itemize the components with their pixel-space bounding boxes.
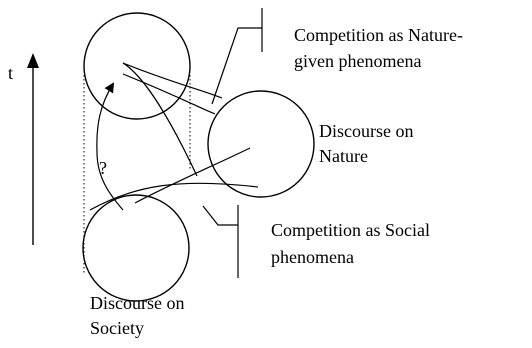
time-axis-label: t <box>8 63 13 83</box>
curve-top-1 <box>122 73 216 115</box>
question-mark: ? <box>99 158 107 178</box>
label-competition-nature-line2: given phenomena <box>294 51 421 71</box>
label-discourse-society-line1: Discourse on <box>90 293 184 313</box>
label-discourse-nature-line2: Nature <box>319 146 368 166</box>
label-competition-social-line2: phenomena <box>271 247 354 267</box>
curve-bottom-2 <box>134 147 251 204</box>
label-discourse-society-line2: Society <box>90 318 144 338</box>
time-axis-arrowhead <box>27 53 39 68</box>
curve-top-3 <box>122 62 198 177</box>
label-competition-nature-line1: Competition as Nature- <box>294 25 463 45</box>
curve-bottom-1 <box>89 182 259 211</box>
circle-top <box>83 12 191 120</box>
circle-discourse-nature <box>207 90 315 198</box>
circle-discourse-society <box>82 194 190 302</box>
label-competition-social-line1: Competition as Social <box>271 220 430 240</box>
label-discourse-nature-line1: Discourse on <box>319 121 413 141</box>
bracket-social-connector <box>202 205 238 226</box>
question-arrow <box>96 82 124 211</box>
bracket-nature-connector <box>211 27 262 105</box>
